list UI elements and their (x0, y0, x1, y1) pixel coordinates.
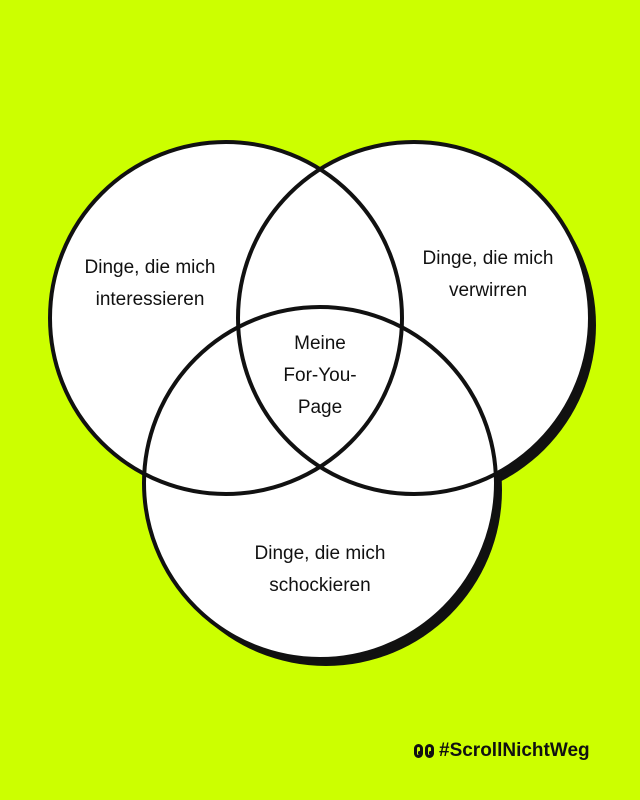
left-label-line2: interessieren (95, 289, 205, 310)
intersection-line3: Page (297, 397, 343, 418)
left-label-line1: Dinge, die mich (84, 257, 216, 278)
right-label-line1: Dinge, die mich (422, 248, 554, 269)
right-set-label: Dinge, die mich verwirren (398, 243, 578, 307)
footer-hashtag: #ScrollNichtWeg (414, 740, 590, 762)
intersection-line2: For-You- (283, 365, 357, 386)
left-circle (48, 140, 404, 496)
left-set-label: Dinge, die mich interessieren (60, 252, 240, 316)
hashtag-text: #ScrollNichtWeg (439, 740, 590, 761)
right-circle (236, 140, 592, 496)
bottom-label-line2: schockieren (269, 575, 371, 596)
bottom-label-line1: Dinge, die mich (254, 543, 386, 564)
intersection-label: Meine For-You- Page (260, 328, 380, 424)
intersection-line1: Meine (294, 333, 346, 354)
bottom-circle (142, 305, 498, 661)
right-label-line2: verwirren (448, 280, 528, 301)
bottom-set-label: Dinge, die mich schockieren (230, 538, 410, 602)
bottom-circle-fill (144, 307, 496, 659)
eyes-icon (414, 744, 434, 758)
